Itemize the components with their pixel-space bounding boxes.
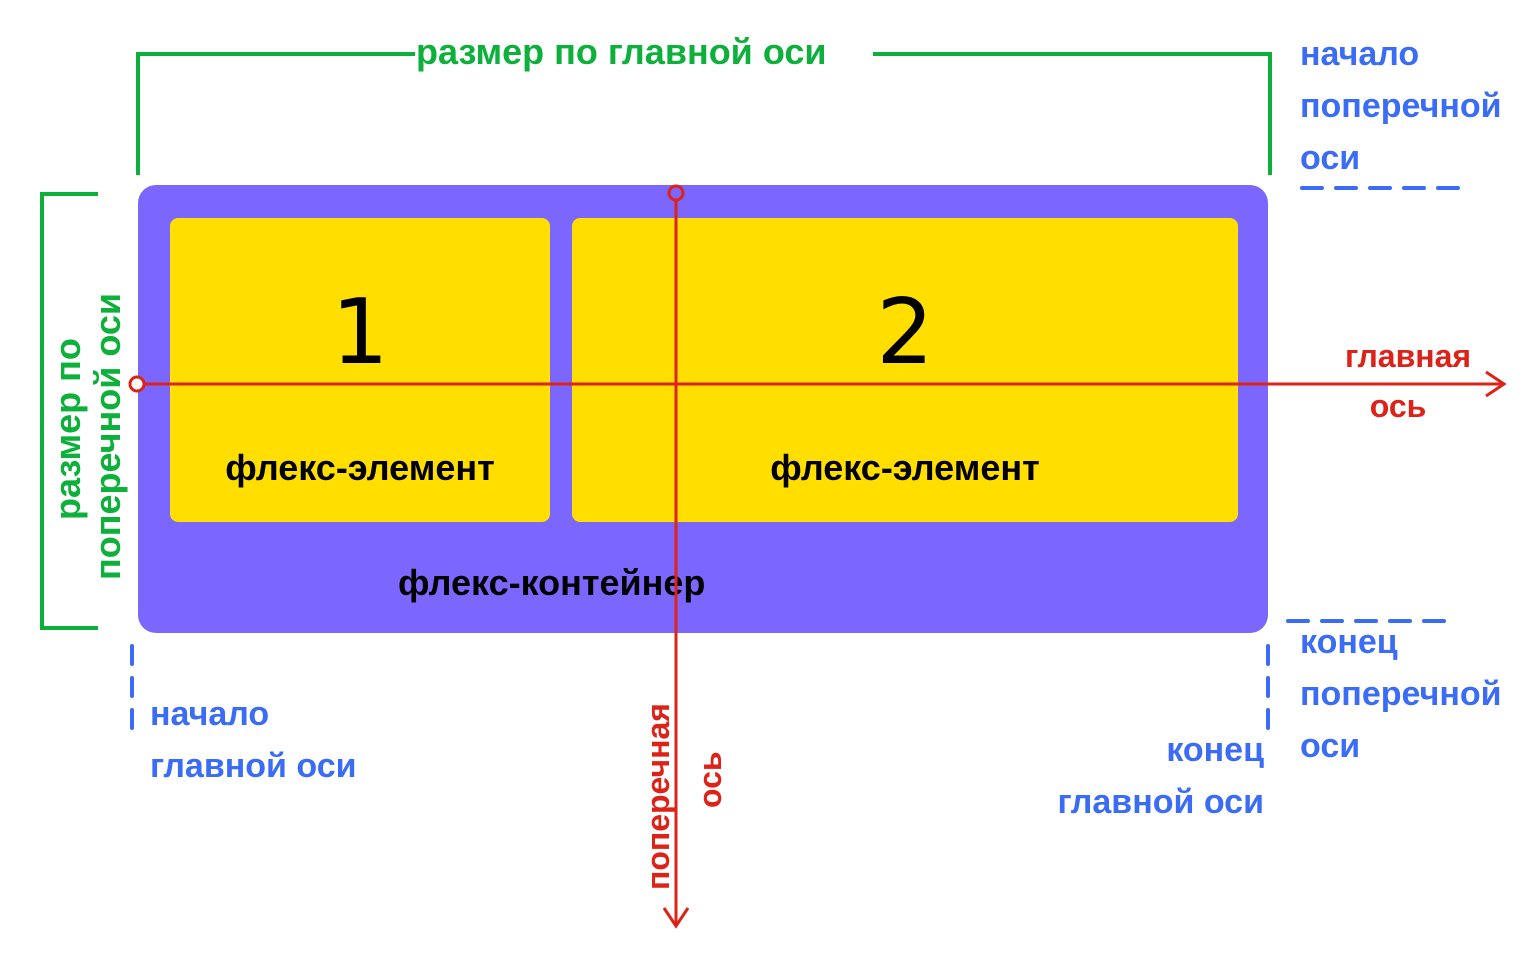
main-end-label: конец главной оси <box>1057 724 1264 828</box>
main-start-label: начало главной оси <box>150 688 357 792</box>
main-start-line1: начало <box>150 695 270 733</box>
flex-item-1: 1 флекс-элемент <box>170 218 550 522</box>
cross-size-label-line1: размер по <box>47 338 88 520</box>
main-size-label: размер по главной оси <box>416 31 827 72</box>
main-start-line2: главной оси <box>150 747 357 785</box>
main-axis-label-line2: ось <box>1369 388 1427 424</box>
main-axis-label: главная ось <box>1330 340 1486 422</box>
cross-start-label: начало поперечной оси <box>1300 28 1502 184</box>
main-end-line1: конец <box>1166 731 1264 769</box>
flex-item-2: 2 флекс-элемент <box>572 218 1238 522</box>
main-end-line2: главной оси <box>1057 783 1264 821</box>
cross-size-label-line2: поперечной оси <box>87 292 128 580</box>
flex-item-label: флекс-элемент <box>770 447 1040 488</box>
cross-end-line3: оси <box>1300 727 1361 765</box>
cross-axis-label-line1: поперечная <box>640 703 676 890</box>
flex-item-number: 1 <box>331 280 389 385</box>
cross-start-line2: поперечной <box>1300 87 1502 125</box>
flex-item-number: 2 <box>876 280 934 385</box>
container-label: флекс-контейнер <box>398 562 706 603</box>
cross-end-line1: конец <box>1300 623 1398 661</box>
cross-start-line3: оси <box>1300 139 1361 177</box>
main-axis-label-line1: главная <box>1344 338 1472 374</box>
cross-end-label: конец поперечной оси <box>1300 616 1502 772</box>
cross-end-line2: поперечной <box>1300 675 1502 713</box>
cross-start-line1: начало <box>1300 35 1420 73</box>
flex-item-label: флекс-элемент <box>225 447 495 488</box>
flex-container: 1 флекс-элемент 2 флекс-элемент флекс-ко… <box>138 185 1268 633</box>
cross-axis-label-line2: ось <box>692 751 728 808</box>
main-size-bracket <box>136 52 1272 175</box>
